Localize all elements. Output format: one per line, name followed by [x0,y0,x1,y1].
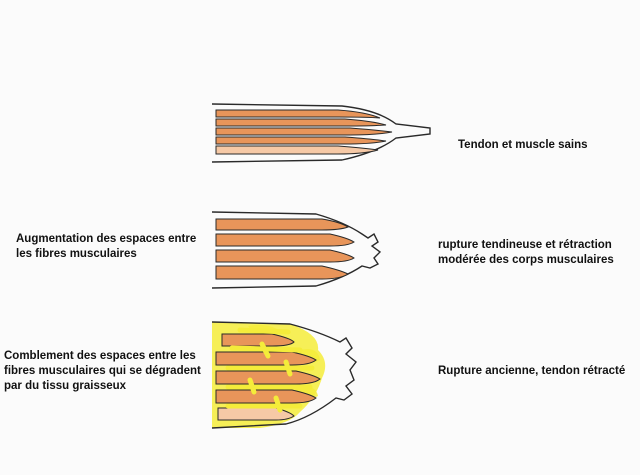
moderate-fiber [215,265,350,280]
moderate-fiber [215,249,355,263]
moderate-fiber [215,218,350,231]
healthy-fiber [215,127,393,136]
fat-strand [247,377,257,395]
healthy-sheath [211,103,431,163]
moderate-sheath [211,211,382,289]
healthy-fiber [215,109,381,119]
fat-strand [273,395,283,413]
healthy-muscle-tendon [211,103,431,163]
moderate-fiber [215,233,355,247]
label-moderate-right: rupture tendineuse et rétraction modérée… [438,239,614,266]
chronic-sheath [211,321,357,429]
fat-strand [283,359,293,377]
moderate-rupture-muscle [211,211,382,289]
chronic-fiber [215,351,317,366]
chronic-rupture-muscle [211,321,357,429]
label-moderate-left: Augmentation des espaces entre les fibre… [16,233,197,260]
label-chronic-left: Comblement des espaces entre les fibres … [4,350,201,392]
chronic-fiber [215,370,321,385]
chronic-fiber [215,389,317,404]
chronic-fiber [221,333,295,347]
label-healthy: Tendon et muscle sains [458,139,588,151]
healthy-fiber [215,136,387,145]
healthy-fiber [215,118,387,127]
fat-strand [237,327,291,335]
fat-strand [259,341,271,359]
label-chronic-right: Rupture ancienne, tendon rétracté [438,365,626,377]
healthy-fiber [215,145,379,155]
chronic-fiber [217,407,295,421]
